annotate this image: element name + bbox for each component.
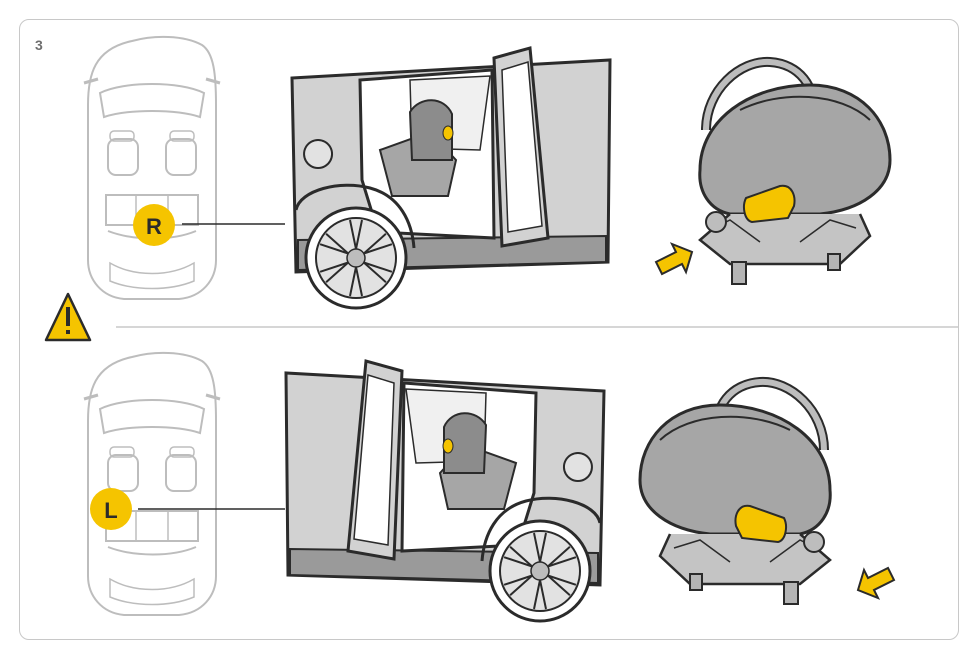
seat-badge-left: L [90, 488, 132, 530]
step-number: 3 [35, 37, 43, 53]
bottom-push-arrow-icon [856, 566, 896, 600]
seat-badge-left-label: L [104, 498, 117, 523]
seat-badge-right-label: R [146, 214, 162, 239]
top-car-overview [82, 35, 222, 301]
bottom-car-overview [82, 351, 222, 617]
bottom-side-car [284, 359, 606, 623]
instruction-frame [19, 19, 959, 640]
warning-triangle-icon [44, 292, 92, 342]
bottom-infant-carrier [638, 376, 832, 606]
top-infant-carrier [698, 56, 892, 286]
top-side-car [290, 46, 612, 310]
top-push-arrow-icon [654, 242, 694, 276]
seat-badge-right: R [133, 204, 175, 246]
